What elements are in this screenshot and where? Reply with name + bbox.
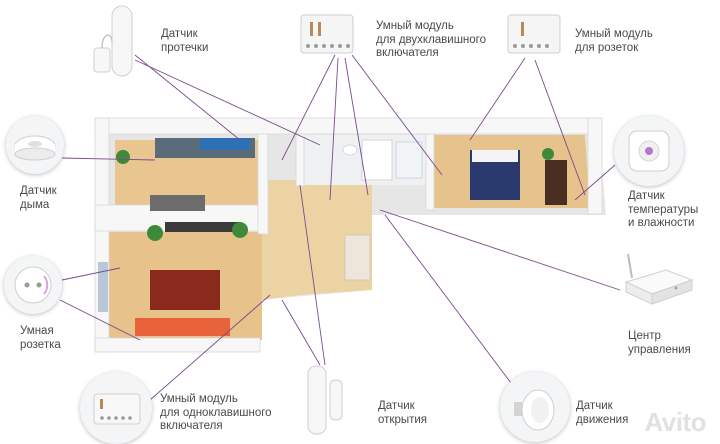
connector-line (149, 294, 271, 401)
connector-line (134, 59, 321, 146)
sink (342, 144, 358, 156)
label-line: Датчик (161, 28, 198, 40)
label-line: включателя (160, 420, 223, 432)
label-single-switch: Умный модуль для одноклавишного включате… (160, 393, 272, 434)
wall-west (94, 117, 110, 353)
temperature-humidity-sensor-circle (614, 116, 684, 186)
label-line: Умный модуль (376, 20, 454, 32)
temperature-humidity-sensor-icon (628, 130, 670, 172)
wall-bath (295, 133, 305, 187)
wall-east (587, 117, 603, 215)
door-sensor-icon (307, 365, 343, 435)
plant (542, 148, 554, 160)
tv-stand (165, 222, 240, 232)
label-socket-module: Умный модуль для розеток (575, 28, 653, 55)
label-door: Датчик открытия (378, 400, 427, 427)
label-dual-switch: Умный модуль для двухклавишного включате… (376, 20, 486, 61)
connector-line (574, 164, 616, 201)
label-line: открытия (378, 413, 428, 426)
label-line: Умная (20, 325, 54, 337)
label-line: Умный модуль (575, 28, 653, 40)
bed-pillows (472, 150, 518, 162)
smart-plug-icon (14, 266, 52, 304)
smoke-detector-icon (14, 135, 56, 161)
hallway-floor (262, 180, 372, 300)
connector-line (329, 57, 339, 201)
window-living (98, 262, 108, 312)
wall-central (257, 133, 269, 235)
wall-bed-west (425, 133, 435, 211)
label-line: Центр (628, 330, 661, 342)
label-line: Умный модуль (160, 393, 238, 405)
label-line: температуры (628, 203, 699, 216)
single-switch-module-circle (80, 372, 152, 444)
label-line: управления (628, 343, 691, 356)
plant (147, 225, 163, 241)
label-line: движения (576, 413, 629, 426)
plant (116, 150, 130, 164)
smart-plug-circle (4, 256, 62, 314)
connector-lines (59, 54, 621, 401)
dual-switch-module-icon (300, 14, 354, 54)
label-leak: Датчик протечки (161, 28, 208, 55)
connector-line (344, 57, 369, 196)
connector-line (281, 299, 321, 366)
connector-line (469, 57, 526, 141)
label-line: протечки (161, 41, 209, 54)
connector-line (281, 54, 336, 161)
label-line: для розеток (575, 41, 639, 54)
connector-line (59, 299, 141, 341)
hallway-cabinet (344, 234, 371, 281)
connector-line (379, 209, 621, 291)
label-line: Датчик (628, 190, 665, 202)
label-smart-socket: Умная розетка (20, 325, 61, 352)
label-hub: Центр управления (628, 330, 691, 357)
label-line: Датчик (20, 185, 57, 197)
label-line: включателя (376, 47, 439, 59)
label-line: для двухклавишного (376, 33, 487, 46)
label-temp: Датчик температуры и влажности (628, 190, 698, 231)
connector-line (61, 267, 121, 281)
motion-sensor-circle (500, 372, 570, 442)
connector-line (351, 54, 443, 176)
label-line: розетка (20, 338, 61, 351)
connector-line (384, 214, 521, 396)
connector-line (61, 157, 156, 161)
label-line: Датчик (378, 400, 415, 412)
connector-line (534, 59, 586, 196)
label-line: для одноклавишного (160, 406, 272, 419)
wall-south-living (94, 337, 261, 353)
wardrobe (545, 160, 567, 205)
shower (395, 141, 423, 179)
label-line: дыма (20, 198, 50, 211)
leak-sensor-icon (93, 5, 133, 77)
single-switch-module-icon (93, 393, 141, 425)
hub-router-icon (624, 253, 694, 305)
label-smoke: Датчик дыма (20, 185, 57, 212)
avito-watermark: Avito (644, 407, 706, 437)
connector-line (299, 184, 326, 366)
smoke-detector-circle (6, 116, 64, 174)
label-line: Датчик (576, 400, 613, 412)
socket-module-icon (507, 14, 561, 54)
sofa (135, 318, 230, 336)
plant (232, 222, 248, 238)
motion-sensor-icon (514, 389, 555, 431)
bathtub (361, 139, 393, 181)
living-rug (150, 270, 220, 310)
kitchen-backsplash (200, 138, 250, 150)
label-line: и влажности (628, 217, 695, 229)
dining-table (150, 195, 205, 211)
connector-line (134, 54, 241, 141)
wall-north (94, 117, 599, 135)
label-motion: Датчик движения (576, 400, 628, 427)
